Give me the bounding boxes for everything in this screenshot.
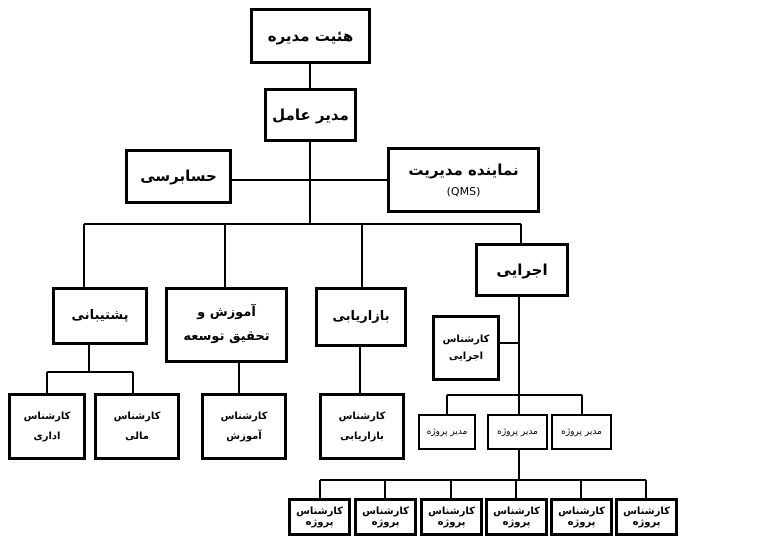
project-expert-line1: کارشناس: [362, 505, 409, 517]
training-expert-line2: آموزش: [226, 430, 262, 442]
marketing-expert-box: کارشناس بازاریابی: [319, 393, 405, 460]
executive-expert-box: کارشناس اجرایی: [432, 315, 500, 381]
project-expert-line2: پروژه: [567, 517, 596, 528]
executive-expert-line1: کارشناس: [442, 333, 490, 345]
board-of-directors-box: هئیت مدیره: [250, 8, 371, 64]
support-box: پشتیبانی: [52, 287, 148, 345]
executive-label: اجرایی: [496, 260, 548, 279]
support-label: پشتیبانی: [71, 308, 129, 324]
financial-expert-line2: مالی: [125, 430, 149, 442]
project-expert-line2: پروژه: [305, 517, 334, 528]
project-expert-box: کارشناس پروژه: [420, 498, 483, 536]
marketing-box: بازاریابی: [315, 287, 407, 347]
marketing-label: بازاریابی: [332, 309, 390, 325]
training-label-line1: آموزش و: [197, 305, 256, 321]
ceo-label: مدیر عامل: [272, 105, 349, 124]
project-expert-line1: کارشناس: [623, 505, 670, 517]
financial-expert-line1: کارشناس: [113, 411, 161, 422]
audit-box: حسابرسی: [125, 149, 232, 204]
project-expert-line1: کارشناس: [493, 505, 540, 517]
administrative-expert-line1: کارشناس: [23, 411, 71, 422]
administrative-expert-box: کارشناس اداری: [8, 393, 86, 460]
project-manager-box: مدیر پروژه: [418, 414, 476, 450]
project-manager-label: مدیر پروژه: [497, 426, 538, 437]
project-manager-box: مدیر پروژه: [551, 414, 612, 450]
project-expert-line1: کارشناس: [558, 505, 605, 517]
project-manager-box: مدیر پروژه: [487, 414, 548, 450]
management-representative-label: نماینده مدیریت: [408, 161, 519, 180]
project-expert-box: کارشناس پروژه: [354, 498, 417, 536]
project-expert-line2: پروژه: [502, 517, 531, 528]
ceo-box: مدیر عامل: [264, 88, 357, 142]
project-expert-box: کارشناس پروژه: [550, 498, 613, 536]
project-expert-box: کارشناس پروژه: [288, 498, 351, 536]
qms-label: (QMS): [446, 184, 481, 198]
project-expert-line2: پروژه: [437, 517, 466, 528]
executive-expert-line2: اجرایی: [448, 351, 484, 362]
project-expert-line1: کارشناس: [296, 505, 343, 517]
executive-box: اجرایی: [475, 243, 569, 297]
management-representative-box: نماینده مدیریت (QMS): [387, 147, 540, 213]
training-expert-box: کارشناس آموزش: [201, 393, 287, 460]
board-label: هئیت مدیره: [267, 26, 354, 45]
project-expert-line2: پروژه: [371, 517, 400, 528]
administrative-expert-line2: اداری: [33, 430, 61, 442]
project-expert-box: کارشناس پروژه: [485, 498, 548, 536]
project-expert-line2: پروژه: [632, 517, 661, 528]
audit-label: حسابرسی: [140, 167, 217, 186]
training-research-box: آموزش و تحقیق توسعه: [165, 287, 288, 363]
project-manager-label: مدیر پروژه: [561, 426, 602, 437]
project-manager-label: مدیر پروژه: [426, 426, 468, 437]
project-expert-line1: کارشناس: [428, 505, 475, 517]
training-label-line2: تحقیق توسعه: [183, 329, 270, 344]
marketing-expert-line1: کارشناس: [338, 411, 386, 422]
training-expert-line1: کارشناس: [220, 411, 268, 422]
marketing-expert-line2: بازاریابی: [340, 430, 384, 442]
financial-expert-box: کارشناس مالی: [94, 393, 180, 460]
project-expert-box: کارشناس پروژه: [615, 498, 678, 536]
